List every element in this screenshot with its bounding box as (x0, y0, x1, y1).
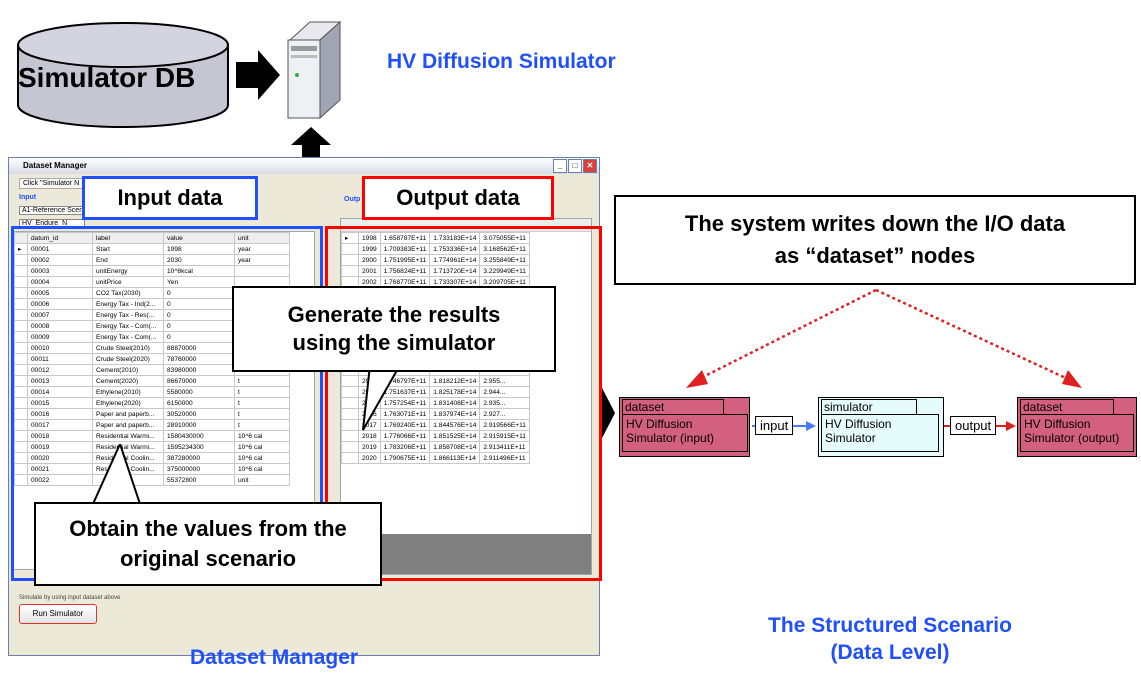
table-cell: 1.866113E+14 (429, 452, 481, 464)
structured-scenario-caption: The Structured Scenario (Data Level) (700, 612, 1080, 666)
dataset-manager-caption: Dataset Manager (190, 646, 359, 669)
input-data-label: Input data (82, 176, 258, 220)
input-edge-label: input (755, 416, 794, 435)
input-dataset-node[interactable]: dataset HV Diffusion Simulator (input) (619, 397, 750, 457)
window-title: Dataset Manager (23, 161, 88, 170)
input-column-header[interactable]: unit (234, 232, 290, 244)
generate-callout-text: Generate the results using the simulator (287, 302, 501, 355)
input-scenario-select[interactable]: A1-Reference Scen (19, 206, 85, 215)
output-tab[interactable]: Outp (344, 196, 361, 203)
output-node-label: HV Diffusion Simulator (output) (1020, 414, 1134, 452)
structured-caption-line1: The Structured Scenario (768, 614, 1012, 637)
generate-callout-tail (362, 365, 402, 431)
click-hint: Click "Simulator N (19, 178, 84, 189)
output-highlight-frame (325, 226, 602, 581)
output-dataset-node[interactable]: dataset HV Diffusion Simulator (output) (1017, 397, 1137, 457)
obtain-callout: Obtain the values from the original scen… (34, 502, 382, 586)
system-callout: The system writes down the I/O data as “… (614, 195, 1136, 285)
bottom-hint: Simulate by using input dataset above (19, 595, 121, 601)
db-label: Simulator DB (18, 62, 196, 93)
output-edge-label: output (950, 416, 997, 435)
input-node-label: HV Diffusion Simulator (input) (622, 414, 748, 452)
simulator-node-label: HV Diffusion Simulator (821, 414, 939, 452)
table-cell: 00022 (27, 474, 93, 486)
table-cell: 2.911496E+11 (479, 452, 530, 464)
minimize-icon[interactable]: _ (553, 159, 567, 173)
window-titlebar: Dataset Manager _ □ ✕ (9, 158, 599, 174)
input-node-type: dataset (622, 399, 724, 415)
db-to-server-arrow (236, 50, 280, 100)
structured-caption-line2: (Data Level) (830, 641, 950, 664)
row-selector[interactable] (341, 452, 359, 464)
simulator-node[interactable]: simulator HV Diffusion Simulator (818, 397, 944, 457)
input-tab[interactable]: Input (19, 194, 37, 201)
output-node-type: dataset (1020, 399, 1114, 415)
run-simulator-button[interactable]: Run Simulator (19, 604, 97, 624)
system-callout-text: The system writes down the I/O data as “… (684, 211, 1066, 268)
table-cell: unit (234, 474, 290, 486)
server-icon (287, 20, 342, 120)
table-row[interactable]: 20161.763071E+111.837974E+142.927... (341, 408, 530, 420)
generate-callout: Generate the results using the simulator (232, 286, 556, 372)
close-icon[interactable]: ✕ (583, 159, 597, 173)
server-label: HV Diffusion Simulator (387, 50, 616, 73)
output-data-label: Output data (362, 176, 554, 220)
simulator-node-type: simulator (821, 399, 917, 415)
database-icon (17, 22, 229, 128)
obtain-callout-text: Obtain the values from the original scen… (69, 516, 347, 571)
maximize-icon[interactable]: □ (568, 159, 582, 173)
output-grid-empty-area (341, 534, 591, 574)
obtain-callout-tail (91, 444, 142, 505)
